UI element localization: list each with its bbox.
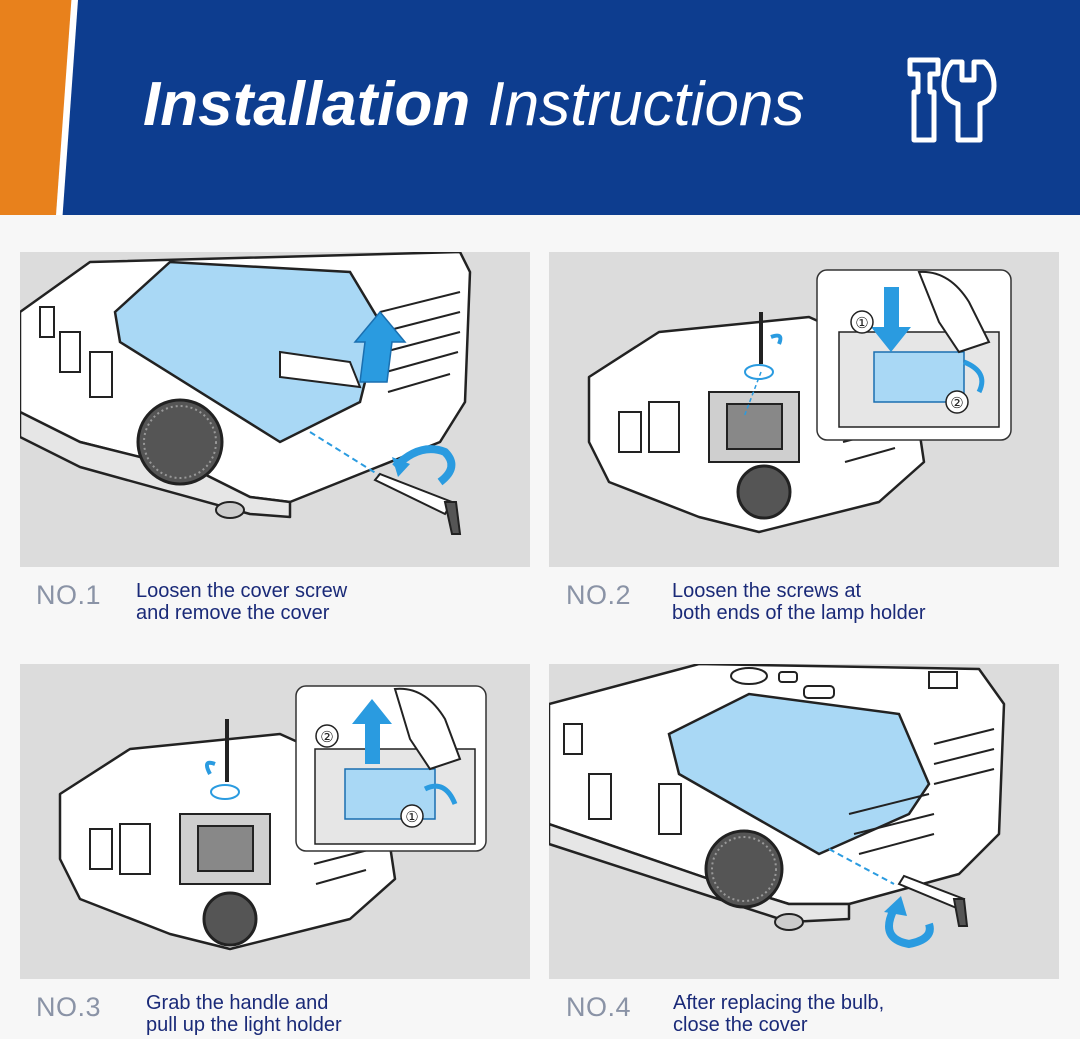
- step-1-number: NO.1: [36, 580, 102, 610]
- step-2-callout-2: ②: [950, 394, 963, 412]
- step-3-illustration: ② ①: [20, 664, 530, 979]
- projector-illustration-step1: [20, 252, 472, 535]
- step-4-line1: After replacing the bulb,: [673, 992, 885, 1014]
- step-2-callout-1: ①: [855, 314, 868, 332]
- projector-illustration-step3: ② ①: [58, 685, 487, 951]
- step-4-number: NO.4: [566, 992, 632, 1022]
- header-banner: Installation Instructions: [0, 0, 1080, 215]
- step-2-number: NO.2: [566, 580, 632, 610]
- step-1-illustration: [20, 252, 530, 567]
- step-2-description: Loosen the screws at both ends of the la…: [672, 580, 926, 624]
- step-1-line2: and remove the cover: [136, 602, 330, 624]
- step-3-description: Grab the handle and pull up the light ho…: [146, 992, 342, 1036]
- step-3-line2: pull up the light holder: [146, 1014, 342, 1036]
- projector-illustration-step2: ① ②: [587, 269, 1012, 534]
- step-3-line1: Grab the handle and: [146, 992, 329, 1014]
- screwdriver-wrench-icon: [907, 57, 997, 143]
- page-title: Installation Instructions: [143, 74, 805, 136]
- step-4-line2: close the cover: [673, 1014, 808, 1036]
- step-2-line2: both ends of the lamp holder: [672, 602, 926, 624]
- step-4-illustration: [549, 664, 1059, 979]
- step-1-description: Loosen the cover screw and remove the co…: [136, 580, 347, 624]
- step-2-line1: Loosen the screws at: [672, 580, 861, 602]
- title-light: Instructions: [487, 70, 805, 139]
- title-bold: Installation: [143, 70, 471, 139]
- step-3-callout-1: ①: [405, 808, 418, 826]
- step-3-number: NO.3: [36, 992, 102, 1022]
- step-1-line1: Loosen the cover screw: [136, 580, 348, 602]
- step-2-illustration: ① ②: [549, 252, 1059, 567]
- step-3-callout-2: ②: [320, 728, 333, 746]
- step-4-description: After replacing the bulb, close the cove…: [673, 992, 884, 1036]
- projector-illustration-step4: [549, 664, 1006, 949]
